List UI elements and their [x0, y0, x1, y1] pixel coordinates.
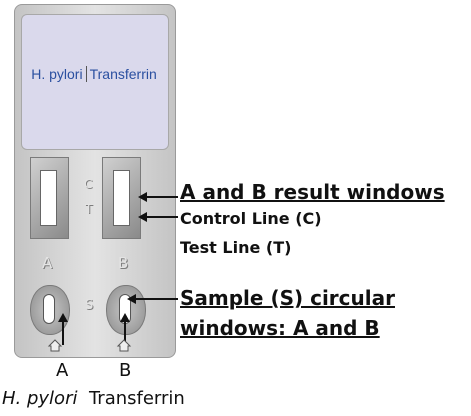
window-b-letter: B — [118, 254, 129, 272]
arrow-sample-head — [127, 294, 136, 304]
caption-h-pylori: H. pylori — [2, 388, 78, 409]
arrow-b-head — [120, 313, 130, 322]
result-window-a — [40, 170, 57, 226]
house-icon-a — [47, 339, 63, 352]
sample-label-a: A — [56, 360, 69, 381]
label-transferrin: Transferrin — [89, 66, 157, 82]
annotation-sample-line1: Sample (S) circular — [180, 286, 395, 310]
arrow-a-head — [58, 313, 68, 322]
sample-hole-a — [43, 294, 55, 324]
sample-s-marker: S — [85, 298, 94, 313]
house-icon-b — [116, 339, 132, 352]
test-line-marker: T — [85, 202, 93, 216]
label-h-pylori: H. pylori — [31, 66, 83, 82]
arrow-test-head — [138, 212, 147, 222]
sample-label-b: B — [119, 360, 132, 381]
arrow-control-head — [138, 192, 147, 202]
window-a-letter: A — [42, 254, 53, 272]
result-window-b — [113, 170, 130, 226]
caption: H. pylori Transferrin — [2, 388, 185, 409]
cassette-label: H. pylori Transferrin — [21, 66, 167, 82]
annotation-control-line: Control Line (C) — [180, 209, 322, 228]
cassette-label-area — [21, 14, 169, 150]
annotation-sample-line2: windows: A and B — [180, 316, 380, 340]
annotation-test-line: Test Line (T) — [180, 238, 292, 257]
annotation-result-windows: A and B result windows — [180, 180, 445, 204]
caption-transferrin: Transferrin — [88, 388, 185, 409]
control-line-marker: C — [84, 177, 93, 191]
